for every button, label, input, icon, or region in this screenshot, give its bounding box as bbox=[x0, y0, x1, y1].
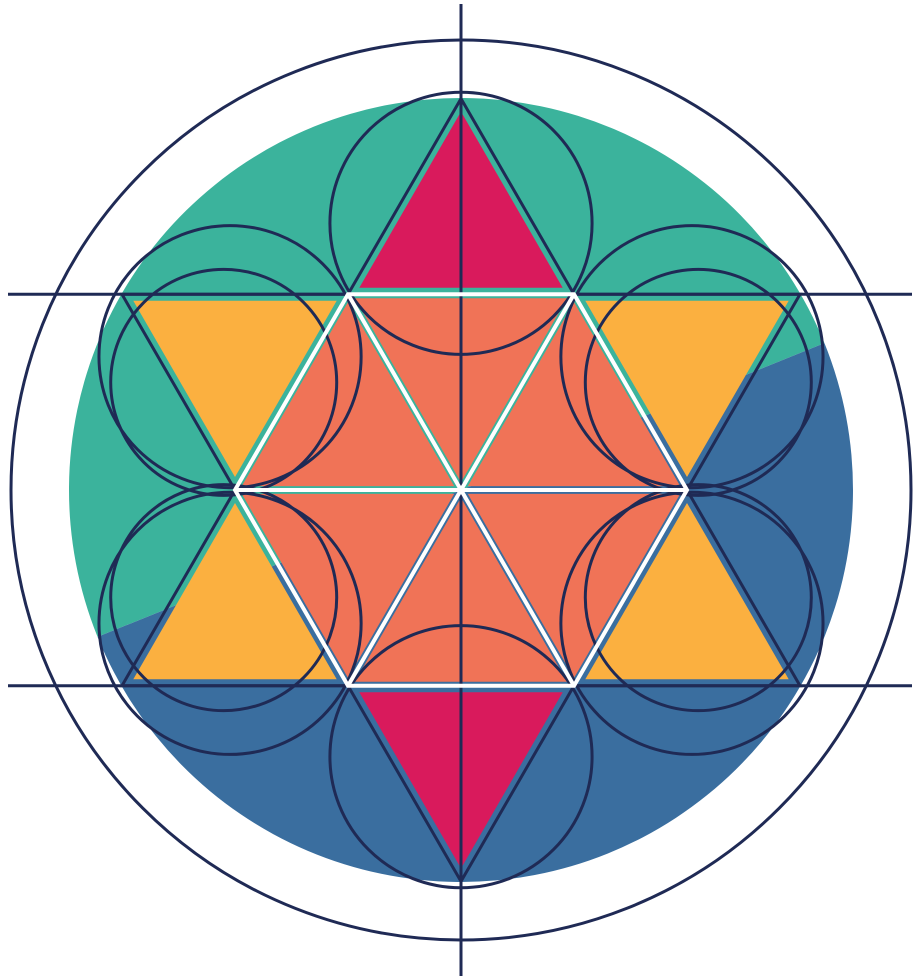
hexagon-border bbox=[232, 292, 690, 688]
flower-petal-circle bbox=[559, 224, 825, 490]
upper-right-star-point bbox=[585, 300, 789, 477]
flower-petal-circle bbox=[328, 624, 594, 890]
flower-petal-circle bbox=[328, 90, 594, 356]
hexagon-triangle bbox=[241, 493, 455, 678]
side-petal-circle bbox=[583, 267, 813, 497]
hexagon-triangle bbox=[467, 493, 681, 678]
hexagon-triangle bbox=[241, 302, 455, 487]
flower-petal-circle bbox=[97, 490, 363, 756]
lower-left-star-point bbox=[133, 503, 337, 680]
side-petal-circle bbox=[109, 267, 339, 497]
lower-right-star-point bbox=[585, 503, 789, 680]
hexagon-divider-line bbox=[346, 293, 576, 687]
flower-petal-circle bbox=[559, 490, 825, 756]
flower-petal-circle bbox=[97, 224, 363, 490]
upper-left-star-point bbox=[133, 300, 337, 477]
hexagon-triangle bbox=[467, 302, 681, 487]
side-petal-circle bbox=[109, 483, 339, 713]
side-petal-circle bbox=[583, 483, 813, 713]
geometry-outlines bbox=[8, 4, 913, 976]
